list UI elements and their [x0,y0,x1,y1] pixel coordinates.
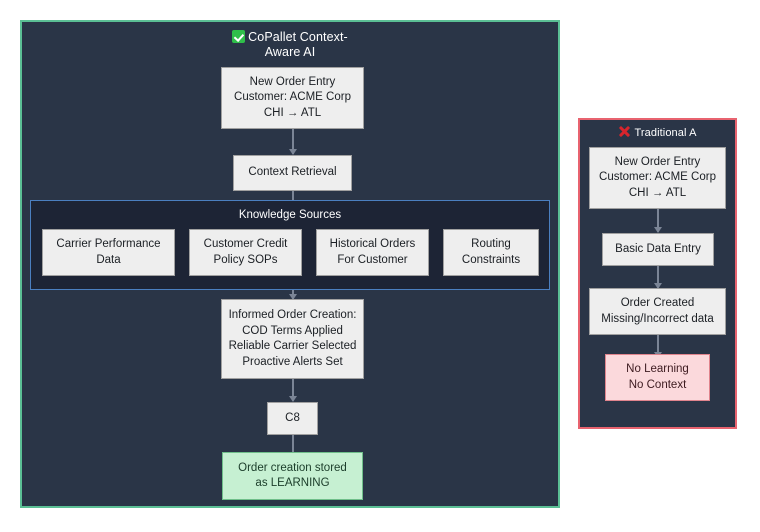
node-line: Informed Order Creation: [228,309,357,321]
node-line: Missing/Incorrect data [601,312,714,325]
node-line: Customer: ACME Corp [234,91,351,104]
node-line: CHI → ATL [628,186,687,199]
node-line: Order creation stored [238,461,347,474]
knowledge-source-historical-orders[interactable]: Historical Orders For Customer [316,229,429,276]
node-no-learning-no-context[interactable]: No Learning No Context [605,354,710,401]
connector-basic-to-created [654,266,661,289]
node-line: New Order Entry [614,155,701,168]
node-line: No Context [628,378,687,391]
traditional-panel: Traditional A New Order Entry Customer: … [578,118,737,429]
traditional-title-text: Traditional A [634,127,697,139]
check-icon [232,30,246,43]
knowledge-sources-label: Knowledge Sources [238,209,342,221]
knowledge-source-customer-credit[interactable]: Customer Credit Policy SOPs [189,229,302,276]
node-line: For Customer [337,253,408,266]
node-line: No Learning [626,363,689,375]
node-line: Customer: ACME Corp [599,171,716,184]
traditional-panel-title: Traditional A [580,125,735,140]
node-line: Customer Credit [203,238,288,250]
node-line: Reliable Carrier Selected [228,340,357,352]
node-line: Proactive Alerts Set [242,355,343,368]
node-line: CHI → ATL [263,106,322,119]
node-line: as LEARNING [255,477,330,489]
node-line: Carrier Performance [56,238,161,250]
copallet-title-line2: Aware AI [264,45,316,59]
node-new-order-entry[interactable]: New Order Entry Customer: ACME Corp CHI … [221,67,364,129]
node-line: Routing [471,238,511,250]
node-traditional-new-order-entry[interactable]: New Order Entry Customer: ACME Corp CHI … [589,147,726,209]
node-line: Order Created [620,297,695,309]
node-line: COD Terms Applied [242,324,343,337]
node-line: Data [96,253,121,266]
node-context-retrieval[interactable]: Context Retrieval [233,155,352,191]
connector-order-to-context [289,129,296,155]
cross-icon [618,125,631,138]
connector-knowledge-to-informed [289,290,296,300]
copallet-title-line1: CoPallet Context- [248,30,348,44]
connector-informed-to-c8 [289,379,296,402]
node-informed-order-creation[interactable]: Informed Order Creation: COD Terms Appli… [221,299,364,379]
connector-traditional-order-to-basic [654,209,661,233]
node-c8[interactable]: C8 [267,402,318,435]
knowledge-source-routing-constraints[interactable]: Routing Constraints [443,229,539,276]
knowledge-source-carrier-performance[interactable]: Carrier Performance Data [42,229,175,276]
node-line: Policy SOPs [213,253,278,266]
node-line: Context Retrieval [248,166,337,179]
node-order-created[interactable]: Order Created Missing/Incorrect data [589,288,726,335]
node-line: New Order Entry [249,75,336,88]
node-line: Basic Data Entry [615,242,701,255]
node-line: Historical Orders [329,238,416,250]
node-basic-data-entry[interactable]: Basic Data Entry [602,233,714,266]
knowledge-sources-panel: Knowledge Sources Carrier Performance Da… [30,200,550,290]
copallet-panel-title: CoPallet Context- Aware AI [22,30,558,60]
node-line: C8 [285,411,300,424]
node-learning-store[interactable]: Order creation stored as LEARNING [222,452,363,500]
node-line: Constraints [461,253,521,266]
copallet-panel: CoPallet Context- Aware AI New Order Ent… [20,20,560,508]
